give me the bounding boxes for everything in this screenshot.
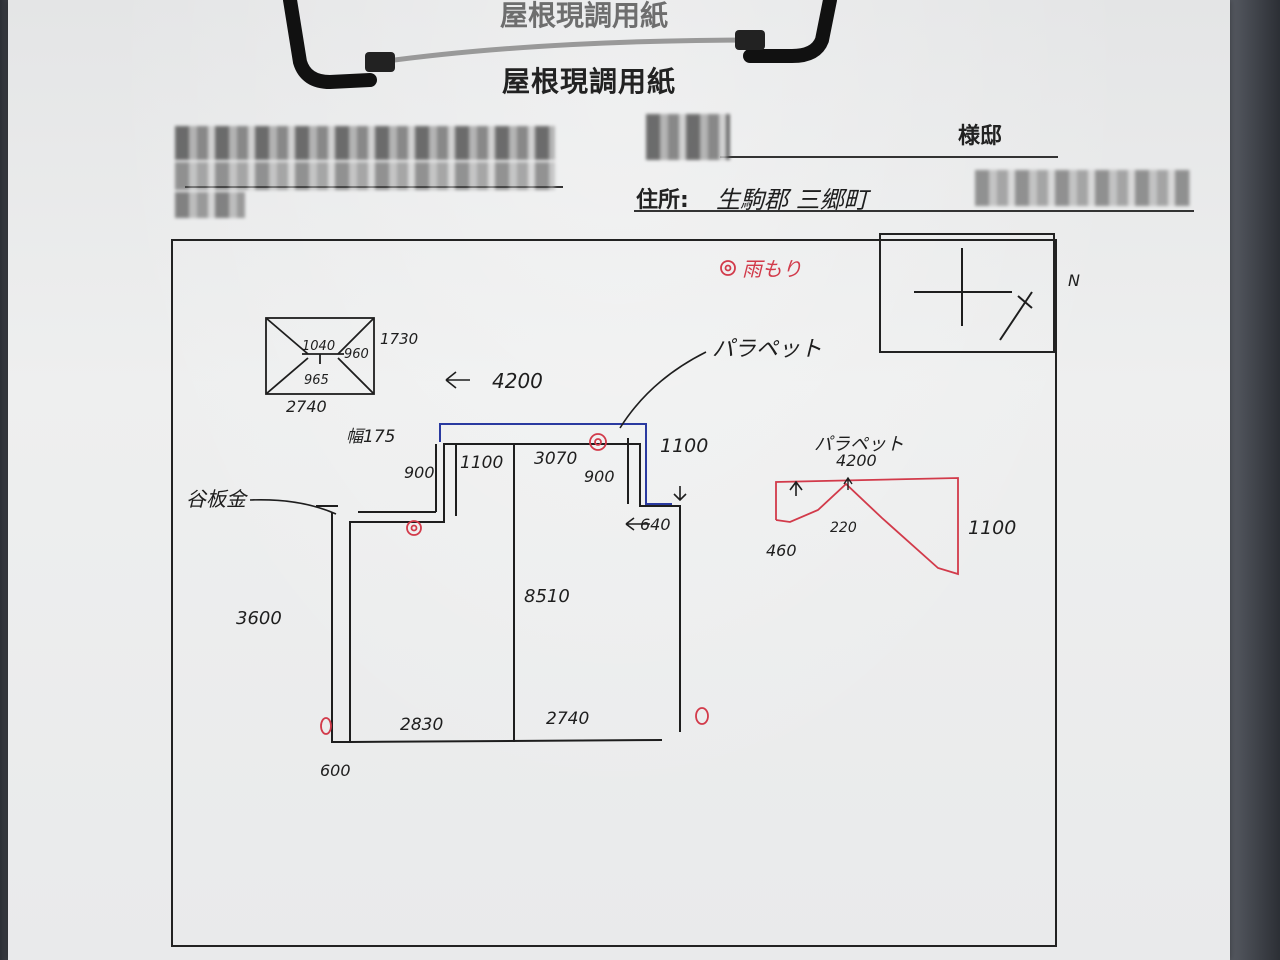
dim-label: 965 — [304, 373, 329, 388]
arrow-icon — [789, 480, 803, 496]
parapet-line — [439, 423, 672, 505]
drawing-frame — [171, 239, 1057, 947]
dim-label: 1100 — [460, 453, 503, 473]
leak-note: 雨もり — [742, 257, 802, 281]
width-label: 幅175 — [346, 427, 395, 447]
desk-right — [1225, 0, 1280, 960]
survey-sheet — [8, 0, 1230, 960]
dim-label: 2740 — [286, 397, 327, 416]
compass-box — [879, 233, 1055, 353]
redacted-block — [175, 126, 555, 160]
gutter-leader — [249, 498, 337, 515]
arrow-icon — [445, 371, 470, 389]
parapet-label: パラペット — [712, 337, 822, 362]
leak-marker-icon — [720, 260, 736, 276]
skylight-box — [265, 317, 375, 395]
dim-label: 220 — [830, 520, 857, 536]
address-line — [634, 210, 1194, 212]
redacted-block — [175, 192, 245, 218]
dim-label: 460 — [766, 541, 797, 560]
redacted-block — [646, 114, 730, 160]
dim-label: 8510 — [524, 586, 570, 607]
leak-markers — [320, 260, 736, 735]
parapet-label-2: パラペット — [814, 434, 904, 455]
parapet-leader — [619, 351, 707, 429]
dim-label: 2740 — [546, 709, 589, 729]
parapet-section-outline — [775, 477, 959, 576]
dim-label: 960 — [344, 347, 369, 362]
leak-marker-icon — [406, 520, 422, 536]
leak-marker-icon — [589, 433, 607, 451]
leak-marker-icon — [320, 717, 332, 735]
roof-plan-outline — [316, 443, 681, 743]
dim-label: 1040 — [302, 339, 335, 354]
north-label: N — [1068, 271, 1080, 290]
redacted-block — [975, 170, 1190, 206]
dim-label: 1730 — [380, 330, 418, 348]
dim-label: 1100 — [660, 435, 708, 457]
clipboard-clip — [283, 0, 837, 90]
leak-marker-icon — [695, 707, 709, 725]
dim-label: 3070 — [534, 449, 577, 469]
honorific-label: 様邸 — [958, 124, 1003, 149]
arrow-icon — [843, 476, 853, 490]
name-line — [720, 156, 1058, 158]
dim-label: 900 — [584, 467, 615, 486]
arrow-icon — [673, 486, 687, 502]
sketch-labels: 1040 960 965 1730 2740 4200 幅175 900 110… — [186, 186, 1080, 780]
sheet-highlight — [8, 0, 1230, 960]
form-title: 屋根現調用紙 — [502, 65, 677, 98]
dim-label: 640 — [640, 515, 671, 534]
address-handwritten: 生駒郡 三郷町 — [716, 186, 872, 214]
dim-label: 600 — [320, 761, 351, 780]
form-title-ghost: 屋根現調用紙 — [500, 0, 669, 32]
dim-label: 1100 — [968, 517, 1016, 539]
gutter-label: 谷板金 — [186, 487, 249, 511]
redacted-block — [175, 162, 555, 190]
compass-icon — [914, 248, 1033, 341]
address-label: 住所: — [636, 188, 689, 213]
dim-label: 900 — [404, 463, 435, 482]
dim-label: 2830 — [400, 715, 443, 735]
dim-label: 4200 — [836, 451, 877, 470]
dim-label: 4200 — [492, 369, 543, 393]
arrow-icon — [625, 517, 650, 531]
dim-label: 3600 — [236, 608, 282, 629]
